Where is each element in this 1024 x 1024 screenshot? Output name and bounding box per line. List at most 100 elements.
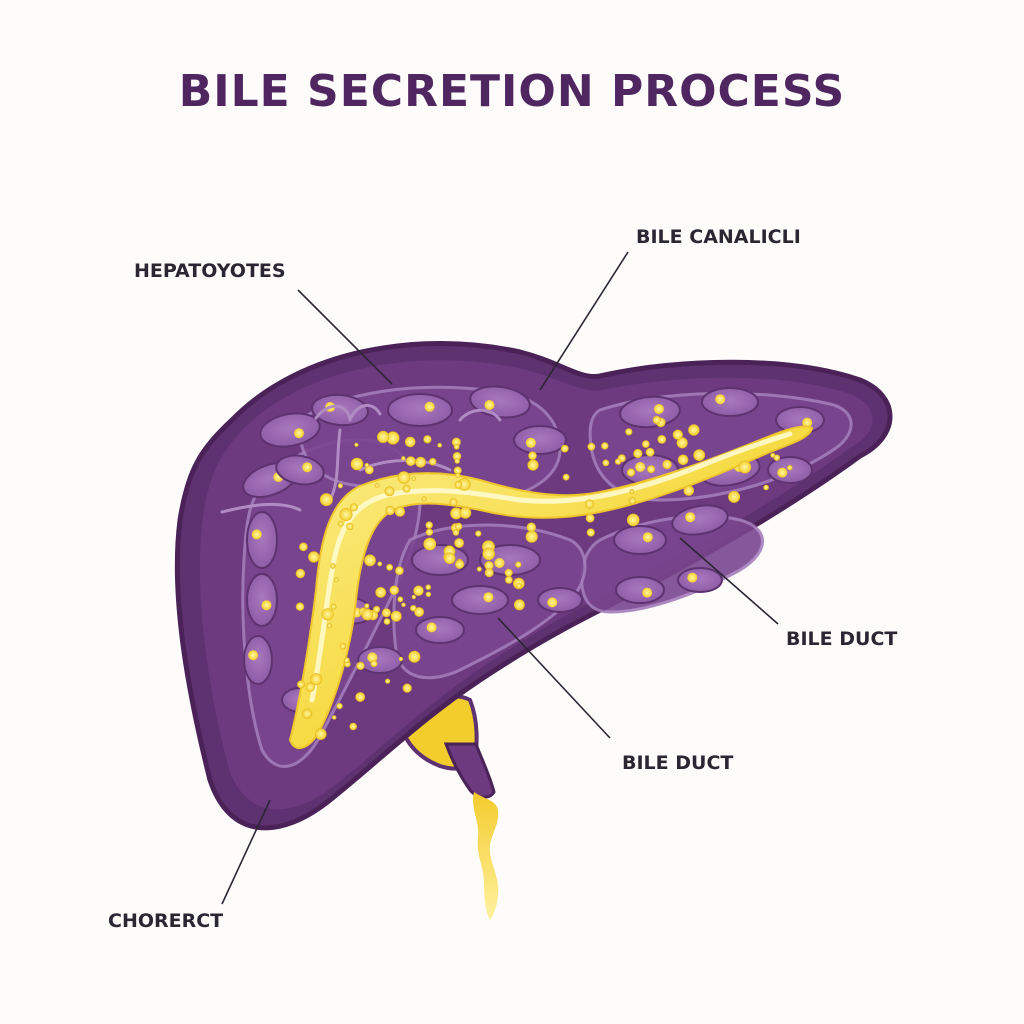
leader-bile-duct-lower: [497, 617, 611, 739]
bile-droplet: [414, 607, 424, 617]
cell-nucleus: [642, 587, 653, 598]
bile-droplet: [626, 513, 640, 527]
bile-droplet: [437, 442, 443, 448]
bile-droplet: [672, 429, 683, 440]
bile-droplet: [401, 456, 406, 461]
bile-droplet: [346, 522, 354, 531]
bile-droplet: [305, 682, 315, 692]
hepatocyte-cell: [259, 412, 321, 448]
bile-droplet: [337, 483, 343, 489]
hepatocyte-cell: [701, 387, 759, 417]
bile-droplet: [683, 485, 695, 496]
bile-droplet: [482, 547, 496, 561]
bile-droplet: [350, 503, 358, 512]
hepatocyte-cell: [537, 587, 583, 613]
bile-droplet: [339, 507, 353, 521]
bile-droplet: [425, 591, 432, 597]
bile-droplet: [738, 460, 752, 474]
bile-droplet: [641, 440, 650, 448]
bile-droplet: [383, 618, 391, 625]
bile-droplet: [628, 497, 636, 505]
bile-droplet: [361, 608, 374, 621]
cell-nucleus: [654, 404, 664, 414]
bile-droplet: [560, 444, 569, 453]
bile-droplet: [330, 603, 337, 610]
bile-droplet: [364, 554, 376, 567]
bile-droplet: [423, 537, 437, 551]
bile-droplet: [326, 623, 333, 629]
bile-droplet: [770, 452, 776, 458]
bile-droplet: [633, 448, 643, 459]
cell-nucleus: [525, 437, 536, 448]
cell-nucleus: [426, 622, 437, 633]
bile-droplet: [425, 521, 433, 529]
bile-droplet: [302, 708, 313, 719]
bile-droplet: [629, 489, 635, 494]
bile-droplet: [356, 661, 365, 671]
bile-droplet: [455, 559, 465, 569]
bile-droplet: [601, 442, 609, 450]
bile-droplet: [377, 430, 390, 444]
bile-droplet: [377, 561, 383, 567]
bile-droplet: [398, 656, 404, 662]
cell-nucleus: [251, 529, 262, 540]
cell-nucleus: [494, 558, 505, 568]
bile-droplet: [504, 576, 513, 584]
bile-droplet: [676, 437, 688, 449]
diagram-title: BILE SECRETION PROCESS: [178, 66, 846, 117]
bile-drip: [473, 792, 499, 920]
bile-droplet: [401, 602, 406, 607]
cell-nucleus: [248, 650, 259, 661]
bile-droplet: [296, 680, 305, 689]
bile-droplet: [484, 568, 494, 578]
bile-droplet: [343, 657, 350, 664]
bile-droplet: [454, 458, 460, 464]
leader-chorerct: [221, 799, 271, 905]
bile-droplet: [476, 566, 482, 572]
bile-droplets: [295, 415, 793, 740]
cell-nucleus: [715, 394, 726, 405]
leader-bile-canalicli: [539, 251, 629, 391]
bile-droplet: [645, 447, 655, 457]
hepatocyte-cell: [451, 585, 509, 615]
bile-droplet: [475, 530, 482, 537]
bile-droplet: [587, 442, 596, 451]
cell-nucleus: [367, 652, 378, 663]
hepatocyte-cell: [275, 454, 325, 486]
bile-droplet: [626, 468, 636, 477]
bile-droplet: [425, 584, 432, 591]
bile-droplet: [625, 428, 633, 436]
hepatocyte-cell: [677, 567, 723, 593]
bile-flow-highlight: [309, 431, 793, 703]
bile-droplet: [515, 561, 522, 568]
cell-nucleus: [483, 592, 494, 603]
bile-droplet: [562, 473, 570, 481]
bile-droplet: [787, 465, 793, 471]
bile-droplet: [390, 610, 402, 622]
hepatocyte-cell: [619, 395, 681, 429]
bile-droplet: [355, 692, 366, 702]
bile-droplet: [295, 568, 306, 579]
bile-droplet: [647, 465, 656, 474]
cell-nucleus: [687, 572, 698, 583]
bile-droplet: [415, 456, 426, 468]
bile-droplet: [526, 522, 536, 532]
bile-droplet: [404, 436, 416, 448]
bile-droplet: [319, 493, 333, 507]
bile-droplet: [657, 434, 667, 444]
hepatocyte-cell: [415, 616, 465, 644]
hepatocyte-cell: [246, 511, 278, 569]
bile-droplet: [454, 538, 464, 548]
bile-droplet: [516, 583, 522, 589]
label-hepatocytes: HEPATOYOTES: [134, 260, 286, 282]
bile-droplet: [459, 506, 472, 519]
bile-droplet: [513, 599, 525, 611]
bile-droplet: [763, 484, 769, 491]
label-bile-canalicli: BILE CANALICLI: [636, 226, 801, 248]
bile-droplet: [381, 608, 391, 618]
hepatocyte-cell: [613, 525, 667, 555]
hepatocyte-cell: [387, 393, 453, 427]
bile-droplet: [528, 451, 537, 461]
